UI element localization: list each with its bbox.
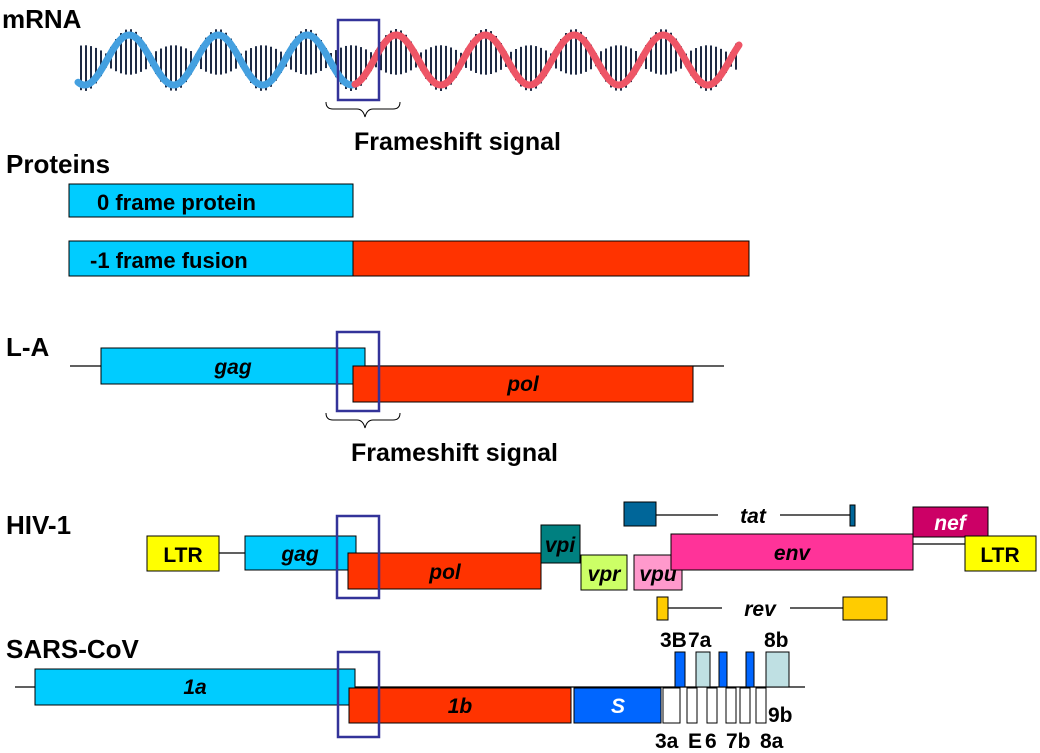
la-signal-label: Frameshift signal xyxy=(351,439,558,467)
helix-strand-blue xyxy=(74,31,358,89)
sars-label-6: 6 xyxy=(705,730,717,753)
sars-label-8b: 8b xyxy=(764,629,789,652)
sars-s-label: S xyxy=(611,695,625,718)
fusion-red-segment xyxy=(352,240,750,277)
mrna-signal-brace xyxy=(325,101,401,118)
hiv-vpr-label: vpr xyxy=(588,563,623,586)
hiv-nef-box xyxy=(912,506,989,538)
hiv-rev-exon2-box xyxy=(842,596,888,621)
hiv-env-label: env xyxy=(774,542,812,565)
sars-label-3a: 3a xyxy=(655,730,679,753)
sars-label-7b: 7b xyxy=(726,730,751,753)
sars-1a-box xyxy=(34,668,356,706)
hiv-vpi-box xyxy=(540,524,581,564)
la-pol-label: pol xyxy=(506,373,540,396)
mrna-signal-label: Frameshift signal xyxy=(354,128,561,156)
sars-label-8a: 8a xyxy=(760,730,784,753)
fusion-cyan-segment xyxy=(68,240,354,277)
sars-6-box xyxy=(706,687,718,724)
hiv-tat-exon1-box xyxy=(623,501,657,527)
sars-7b-box xyxy=(725,687,737,724)
hiv-ltr-right-box xyxy=(964,535,1037,572)
sars-7a-box xyxy=(695,651,711,688)
la-gag-label: gag xyxy=(213,356,252,379)
sars-3a-box xyxy=(662,687,681,724)
hiv-gag-label: gag xyxy=(280,543,319,566)
zero-frame-protein-bar xyxy=(68,183,354,218)
hiv-rev-label: rev xyxy=(744,598,777,621)
hiv-title: HIV-1 xyxy=(6,510,71,540)
hiv-pol-label: pol xyxy=(428,561,462,584)
hiv-vpr-box xyxy=(580,554,628,591)
sars-orf-blue-2 xyxy=(718,651,728,688)
hiv-nef-label: nef xyxy=(934,512,968,535)
la-title: L-A xyxy=(6,332,50,362)
sars-label-9b: 9b xyxy=(768,704,793,727)
sars-3b-box xyxy=(674,651,686,688)
helix-strand-red xyxy=(351,31,743,89)
la-pol-box xyxy=(352,365,694,403)
hiv-vpu-label: vpu xyxy=(639,563,677,586)
la-frameshift-box xyxy=(335,330,381,413)
hiv-vpi-label: vpi xyxy=(545,534,577,557)
proteins-title: Proteins xyxy=(6,149,110,179)
hiv-rev-exon1-box xyxy=(656,596,669,621)
fusion-protein-label: -1 frame fusion xyxy=(90,248,248,273)
sars-orf-blue-3 xyxy=(745,651,755,688)
hiv-ltr-left-label: LTR xyxy=(163,544,202,567)
sars-8a-box xyxy=(739,687,751,724)
sars-s-box xyxy=(573,687,662,724)
sars-e-box xyxy=(686,687,698,724)
la-signal-brace xyxy=(325,412,401,429)
sars-label-e: E xyxy=(688,730,702,753)
mrna-title: mRNA xyxy=(2,4,82,34)
sars-1a-label: 1a xyxy=(183,676,207,699)
mrna-frameshift-box xyxy=(336,18,381,102)
hiv-ltr-left-box xyxy=(146,535,220,572)
sars-9b-box xyxy=(755,687,767,724)
hiv-ltr-right-label: LTR xyxy=(980,544,1019,567)
sars-8b-box xyxy=(765,651,790,688)
hiv-tat-label: tat xyxy=(740,505,767,528)
zero-frame-protein-label: 0 frame protein xyxy=(97,190,256,215)
hiv-tat-exon2-box xyxy=(849,504,856,527)
sars-frameshift-box xyxy=(336,650,381,739)
sars-label-3b: 3B xyxy=(660,629,687,652)
sars-1b-box xyxy=(348,687,572,724)
sars-title: SARS-CoV xyxy=(6,634,140,664)
hiv-frameshift-box xyxy=(335,514,381,600)
sars-label-7a: 7a xyxy=(688,629,712,652)
mrna-helix xyxy=(74,29,743,91)
hiv-env-box xyxy=(670,533,914,571)
sars-1b-label: 1b xyxy=(448,695,473,718)
